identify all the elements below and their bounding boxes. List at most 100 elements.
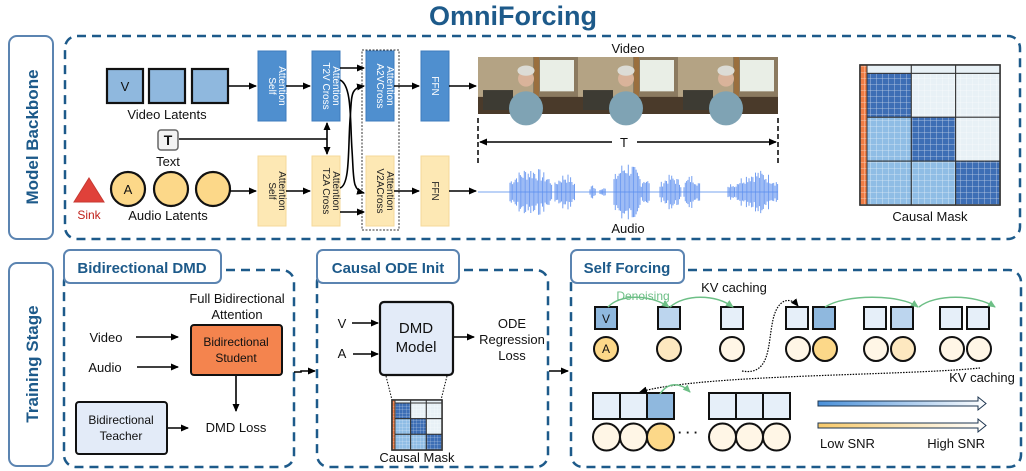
audio-token (966, 336, 992, 362)
stage-title: Self Forcing (584, 260, 671, 277)
stage-title: Bidirectional DMD (77, 260, 206, 277)
svg-text:Attention: Attention (276, 66, 287, 105)
audio-latent-token (194, 170, 232, 208)
video-token (720, 306, 744, 330)
video-latents-label: Video Latents (127, 107, 207, 122)
video-token (890, 306, 914, 330)
video-frames (478, 57, 778, 126)
time-label: T (620, 135, 628, 150)
svg-text:Self: Self (266, 77, 277, 94)
video-frame (678, 57, 778, 126)
video-token (592, 392, 621, 420)
stage-title-box (63, 249, 222, 284)
svg-text:Bidirectional: Bidirectional (88, 413, 153, 427)
svg-text:Attention: Attention (330, 171, 341, 210)
sink-label: Sink (77, 208, 101, 222)
audio-token (939, 336, 965, 362)
audio-latent-token (109, 170, 147, 208)
svg-text:Attention: Attention (384, 171, 395, 210)
snr-arrow-audio (817, 417, 987, 434)
video-token (863, 306, 887, 330)
svg-text:A: A (602, 342, 610, 356)
video-self-attention-block (257, 50, 287, 122)
video-stream-blocks: Self Attention T2V Cross Attention A2VCr… (257, 50, 450, 122)
audio-token (592, 422, 621, 452)
video-token (785, 306, 809, 330)
svg-text:V: V (602, 312, 610, 326)
video-frame (478, 57, 578, 126)
stage-causal-ode-init: Causal ODE Init V A DMD Model ODE Regres… (315, 249, 550, 469)
causal-mask-small-label: Causal Mask (379, 450, 455, 465)
video-token (594, 306, 618, 330)
svg-text:Attention: Attention (276, 171, 287, 210)
svg-text:Attention: Attention (384, 66, 395, 105)
audio-token (762, 422, 791, 452)
text-icon (157, 129, 179, 151)
audio-output-label: Audio (611, 221, 644, 236)
stage-self-forcing: Self Forcing V A Denoising KV caching KV … (569, 249, 1023, 469)
section-label-training: Training Stage (8, 262, 54, 467)
svg-text:T: T (164, 132, 173, 148)
dmd-model-box (378, 300, 455, 377)
audio-token (646, 422, 675, 452)
video-output-label: Video (611, 41, 644, 56)
audio-token (593, 336, 619, 362)
mask-cell (866, 64, 912, 74)
mask-cell (955, 64, 1001, 74)
svg-text:T2A Cross: T2A Cross (320, 168, 331, 215)
low-snr-label: Low SNR (820, 436, 875, 451)
audio-token (863, 336, 889, 362)
denoising-label: Denoising (616, 289, 669, 303)
video-latents: V Video Latents (105, 67, 230, 122)
stage-title-box (570, 249, 685, 284)
svg-text:Full Bidirectional: Full Bidirectional (189, 291, 284, 306)
svg-text:Model: Model (396, 339, 437, 356)
kv-caching-label-2: KV caching (949, 370, 1015, 385)
svg-text:V: V (121, 79, 130, 94)
kv-caching-label: KV caching (701, 280, 767, 295)
audio-token (719, 336, 745, 362)
video-latent-token (147, 67, 187, 105)
t2v-cross-attention-block (311, 50, 341, 122)
svg-text:Teacher: Teacher (100, 429, 143, 443)
svg-text:T2V Cross: T2V Cross (320, 62, 331, 109)
snr-arrow-video (817, 395, 987, 412)
svg-text:DMD: DMD (399, 320, 433, 337)
video-ffn-block (420, 50, 450, 122)
t2a-cross-attention-block (311, 155, 341, 227)
audio-token (785, 336, 811, 362)
stage-connector (294, 367, 316, 375)
svg-text:ODE: ODE (498, 316, 527, 331)
bidirectional-teacher-box (75, 401, 168, 455)
v2a-cross-attention-block (365, 155, 395, 227)
audio-token (890, 336, 916, 362)
svg-text:Regression: Regression (479, 332, 545, 347)
text-label: Text (156, 154, 180, 169)
causal-mask-label: Causal Mask (892, 209, 968, 224)
mask-cell (910, 64, 957, 74)
svg-text:A: A (338, 346, 347, 361)
svg-text:A2VCross: A2VCross (374, 63, 385, 108)
audio-stream-blocks: Self Attention T2A Cross Attention V2ACr… (257, 155, 450, 227)
stage-title: Causal ODE Init (332, 260, 445, 277)
svg-text:V2ACross: V2ACross (374, 168, 385, 213)
audio-waveform: Audio (478, 164, 779, 236)
audio-token (708, 422, 737, 452)
joint-attention-frame (361, 49, 400, 231)
svg-text:Self: Self (266, 182, 277, 199)
high-snr-label: High SNR (927, 436, 985, 451)
video-token (657, 306, 681, 330)
video-latent-token (190, 67, 230, 105)
svg-text:Model Backbone: Model Backbone (23, 69, 42, 204)
video-token (735, 392, 764, 420)
video-output: Video (478, 41, 778, 126)
ellipsis: · · · (678, 425, 698, 440)
svg-text:Bidirectional: Bidirectional (203, 335, 268, 349)
video-token (646, 392, 675, 420)
backbone-container (63, 34, 1022, 241)
video-frame (578, 57, 678, 126)
svg-text:Video: Video (89, 330, 122, 345)
video-token (812, 306, 836, 330)
svg-text:V: V (338, 316, 347, 331)
